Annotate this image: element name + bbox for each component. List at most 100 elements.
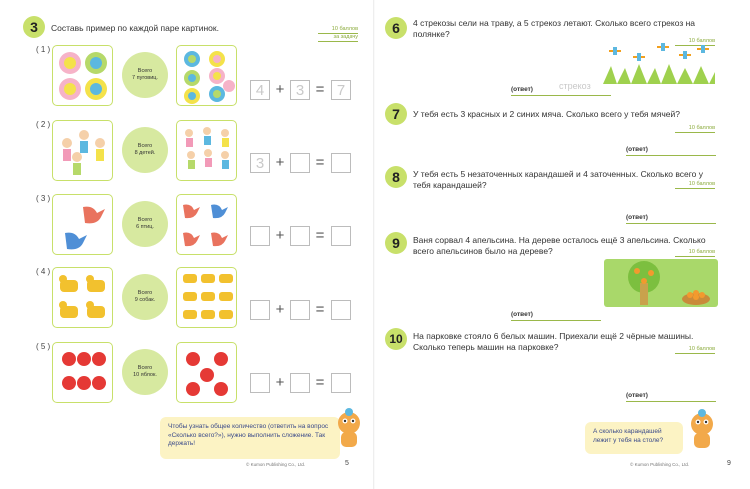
- row-5-total-line2: 10 яблок.: [133, 372, 157, 378]
- dogs-illustration-right: [183, 274, 233, 319]
- task-3-points-line1: 10 баллов: [318, 26, 358, 34]
- task-3-instruction: Составь пример по каждой паре картинок.: [51, 23, 219, 33]
- task-number-7: 7: [385, 103, 407, 125]
- row-2-total: Всего 8 детей.: [122, 127, 168, 173]
- elephant-mascot-icon: [338, 408, 360, 447]
- orange-tree-illustration: [604, 259, 718, 307]
- row-5-right-picture: [176, 342, 237, 403]
- row-5-box-a[interactable]: [250, 373, 270, 393]
- row-1-box-a[interactable]: 4: [250, 80, 270, 100]
- right-tip-box: А сколько карандашей лежит у тебя на сто…: [585, 422, 683, 454]
- apples-illustration-left: [62, 352, 106, 390]
- row-3-equals: =: [315, 227, 325, 244]
- right-tip-text: А сколько карандашей лежит у тебя на сто…: [593, 428, 664, 444]
- row-1-box-b[interactable]: 3: [290, 80, 310, 100]
- left-tip-box: Чтобы узнать общее количество (ответить …: [160, 417, 340, 459]
- row-3-label: ( 3 ): [36, 194, 51, 203]
- row-5-plus: +: [275, 374, 285, 391]
- row-3-box-b[interactable]: [290, 226, 310, 246]
- task-8-points: 10 баллов: [675, 181, 715, 189]
- row-2-label: ( 2 ): [36, 120, 51, 129]
- task-6-answer-hint: стрекоз: [559, 81, 591, 91]
- row-1-label: ( 1 ): [36, 45, 51, 54]
- task-6-answer-label: (ответ): [511, 86, 533, 93]
- task-7-answer-label: (ответ): [626, 146, 648, 153]
- row-4-box-a[interactable]: [250, 300, 270, 320]
- row-3-left-picture: [52, 194, 113, 255]
- apples-illustration-right: [186, 352, 228, 396]
- task-8-answer-line[interactable]: [626, 223, 716, 224]
- right-copyright: © Kumon Publishing Co., Ltd.: [630, 462, 690, 467]
- task-6-text: 4 стрекозы сели на траву, а 5 стрекоз ле…: [413, 18, 696, 39]
- task-8-answer-label: (ответ): [626, 214, 648, 221]
- row-3-right-picture: [176, 194, 237, 255]
- task-number-10: 10: [385, 328, 407, 350]
- row-2-box-b[interactable]: [290, 153, 310, 173]
- row-5-equals: =: [315, 374, 325, 391]
- row-2-equals: =: [315, 154, 325, 171]
- row-1-total-line1: Всего: [137, 68, 153, 74]
- buttons-illustration-left: [59, 52, 107, 100]
- row-5-total-line1: Всего: [137, 365, 153, 371]
- row-2-plus: +: [275, 154, 285, 171]
- row-4-box-b[interactable]: [290, 300, 310, 320]
- children-illustration-right: [185, 127, 229, 169]
- task-9-answer-line[interactable]: [511, 320, 601, 321]
- left-page: 3 Составь пример по каждой паре картинок…: [23, 16, 360, 467]
- row-4-label: ( 4 ): [36, 267, 51, 276]
- task-7-answer-line[interactable]: [626, 155, 716, 156]
- row-5-label: ( 5 ): [36, 342, 51, 351]
- row-1-equals: =: [315, 81, 325, 98]
- row-1-box-c[interactable]: 7: [331, 80, 351, 100]
- row-2-total-line2: 8 детей.: [134, 150, 156, 156]
- task-10-answer-line[interactable]: [626, 401, 716, 402]
- children-illustration-left: [62, 130, 105, 175]
- row-2-left-picture: [52, 120, 113, 181]
- task-9-answer-label: (ответ): [511, 311, 533, 318]
- row-1-plus: +: [275, 81, 285, 98]
- row-2-box-c[interactable]: [331, 153, 351, 173]
- row-5-box-b[interactable]: [290, 373, 310, 393]
- row-1-left-picture: [52, 45, 113, 106]
- task-number-3: 3: [23, 16, 45, 38]
- task-10-text: На парковке стояло 6 белых машин. Приеха…: [413, 331, 694, 352]
- row-1-total-line2: 7 пуговиц.: [132, 75, 158, 81]
- right-page: 6 4 стрекозы сели на траву, а 5 стрекоз …: [375, 0, 750, 489]
- task-number-9: 9: [385, 232, 407, 254]
- task-9-text: Ваня сорвал 4 апельсина. На дереве остал…: [413, 235, 706, 256]
- dragonflies-on-grass-illustration: [603, 43, 715, 84]
- row-5-box-c[interactable]: [331, 373, 351, 393]
- row-3-box-a[interactable]: [250, 226, 270, 246]
- row-3-total-line1: Всего: [137, 217, 153, 223]
- task-8-text: У тебя есть 5 незаточенных карандашей и …: [413, 169, 704, 190]
- left-copyright: © Kumon Publishing Co., Ltd.: [246, 462, 306, 467]
- task-10-answer-label: (ответ): [626, 392, 648, 399]
- buttons-illustration-right: [184, 51, 235, 104]
- task-10-points: 10 баллов: [675, 346, 715, 354]
- row-5-total: Всего 10 яблок.: [122, 349, 168, 395]
- row-3-total-line2: 6 птиц.: [136, 224, 154, 230]
- row-4-equals: =: [315, 301, 325, 318]
- elephant-mascot-icon-right: [691, 409, 713, 448]
- birds-illustration-right: [183, 204, 228, 247]
- birds-illustration-left: [65, 206, 105, 250]
- task-number-8: 8: [385, 166, 407, 188]
- row-4-box-c[interactable]: [331, 300, 351, 320]
- row-1-right-picture: [176, 45, 237, 106]
- left-page-number: 5: [345, 460, 349, 467]
- row-4-left-picture: [52, 267, 113, 328]
- row-4-total-line2: 9 собак.: [134, 297, 156, 303]
- row-4-right-picture: [176, 267, 237, 328]
- row-2-box-a[interactable]: 3: [250, 153, 270, 173]
- row-5-left-picture: [52, 342, 113, 403]
- row-4-total-line1: Всего: [137, 290, 153, 296]
- row-3-total: Всего 6 птиц.: [122, 201, 168, 247]
- left-tip-text: Чтобы узнать общее количество (ответить …: [168, 423, 329, 447]
- row-3-box-c[interactable]: [331, 226, 351, 246]
- task-number-6: 6: [385, 17, 407, 39]
- dogs-illustration-left: [59, 275, 105, 318]
- row-2-right-picture: [176, 120, 237, 181]
- row-4-plus: +: [275, 301, 285, 318]
- row-3-plus: +: [275, 227, 285, 244]
- task-6-answer-line[interactable]: [511, 95, 611, 96]
